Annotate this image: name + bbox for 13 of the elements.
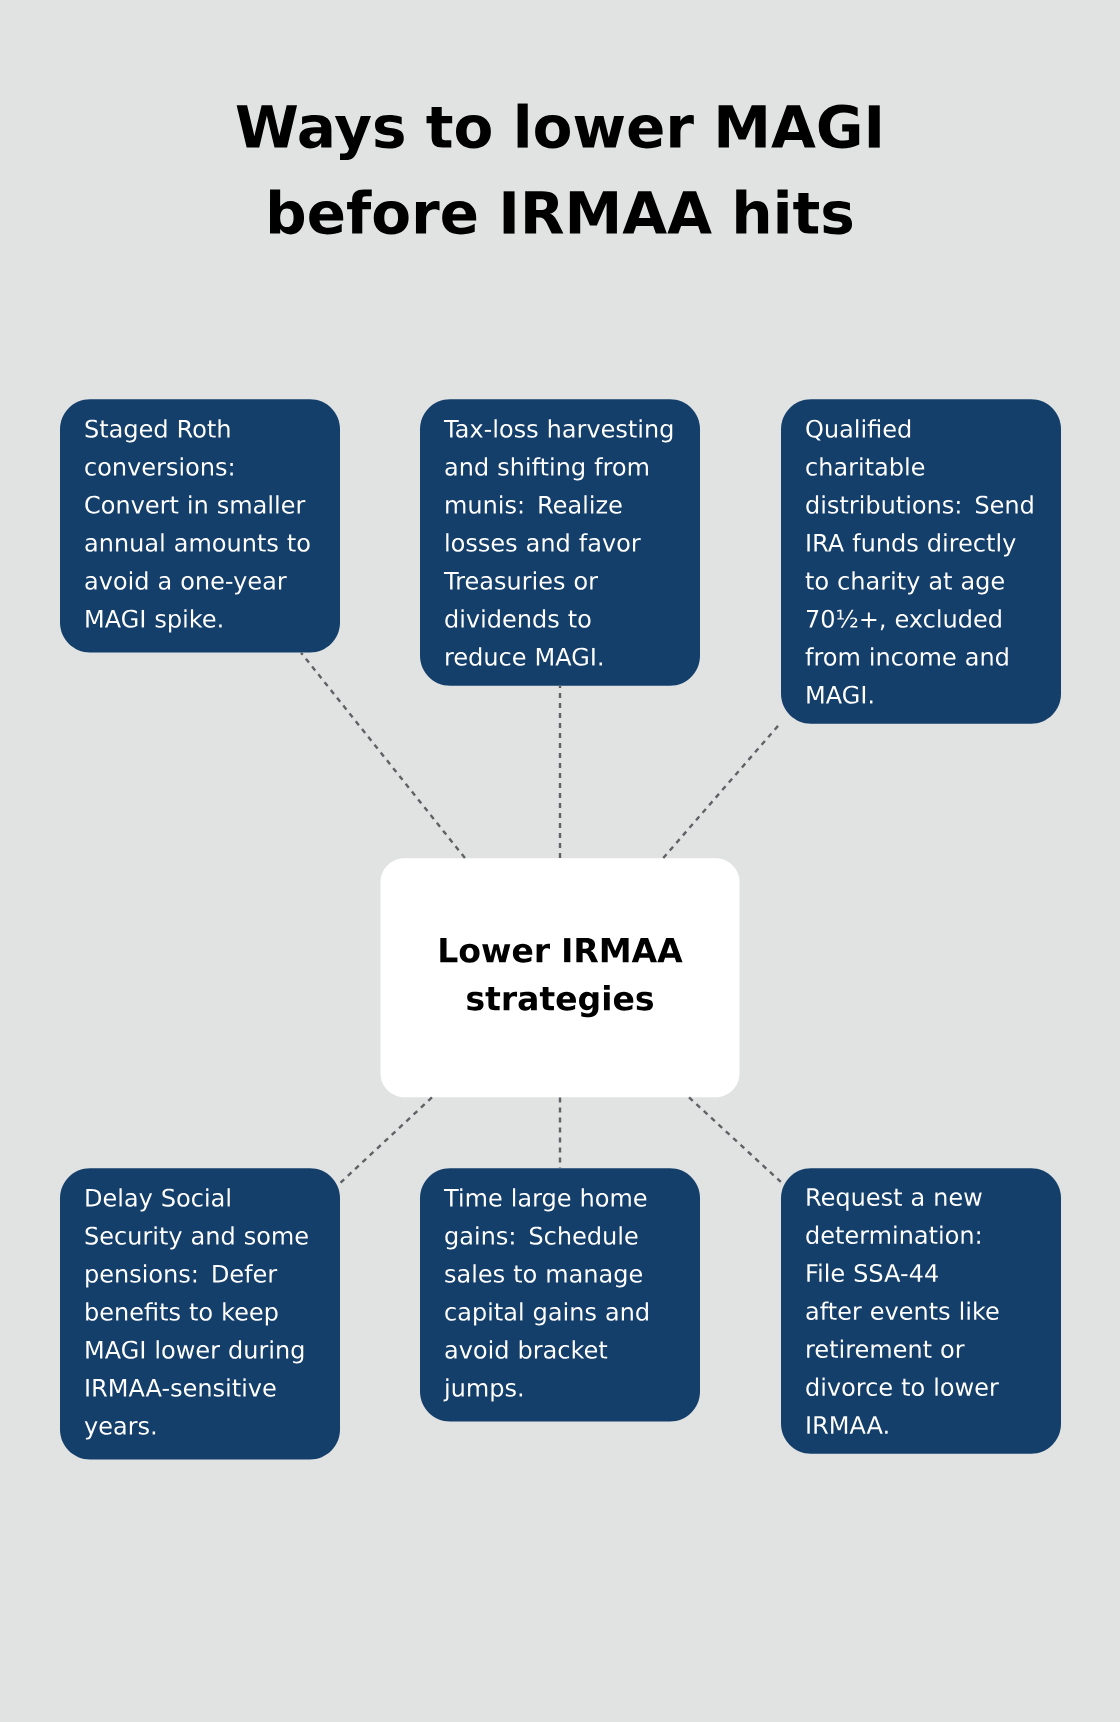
connector-line [688,1096,782,1183]
connector-line [300,651,466,859]
strategy-box: Delay Social Security and some pensions: Defer benefits to keep MAGI lower during IRMAA-sensitive years. [60,1168,340,1460]
strategy-box: Qualified charitable distributions: Send IRA funds directly to charity at age 70½+, excluded from income and MAGI. [781,399,1061,724]
connector-line [339,1096,433,1184]
connector-line [558,1097,562,1168]
strategy-box: Staged Roth conversions: Convert in smaller annual amounts to avoid a one-year MAGI spike. [60,399,340,653]
strategy-box: Request a new determination: File SSA-44 after events like retirement or divorce to lower IRMAA. [781,1168,1061,1454]
title: Ways to lower MAGI before IRMAA hits [236,103,880,235]
connector-line [558,686,562,858]
strategy-box: Tax-loss harvesting and shifting from munis: Realize losses and favor Treasuries or dividends to reduce MAGI. [420,399,700,686]
strategy-box: Time large home gains: Schedule sales to manage capital gains and avoid bracket jumps. [420,1168,700,1422]
center-box: Lower IRMAA strategies [380,858,740,1098]
